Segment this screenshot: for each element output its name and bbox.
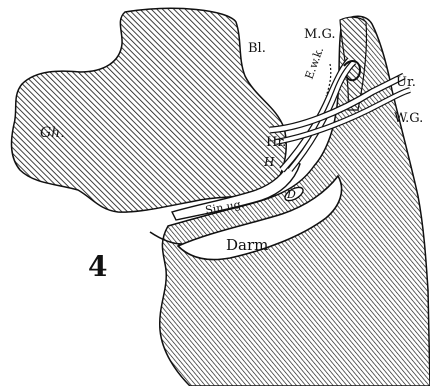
genital-tubercle-mass	[12, 8, 287, 212]
label-ur: Ur.	[396, 75, 416, 90]
label-hr: Hr.	[266, 135, 286, 150]
label-darm: Darm	[226, 236, 268, 254]
label-gh: Gh.	[40, 125, 65, 141]
label-wg: W.G.	[394, 111, 423, 126]
label-d: D	[286, 188, 296, 201]
label-bl: Bl.	[248, 41, 266, 56]
label-ewk: E.w.k.	[303, 45, 327, 81]
figure-number: 4	[88, 250, 107, 283]
label-h: H	[263, 155, 275, 169]
label-mg: M.G.	[304, 27, 336, 42]
